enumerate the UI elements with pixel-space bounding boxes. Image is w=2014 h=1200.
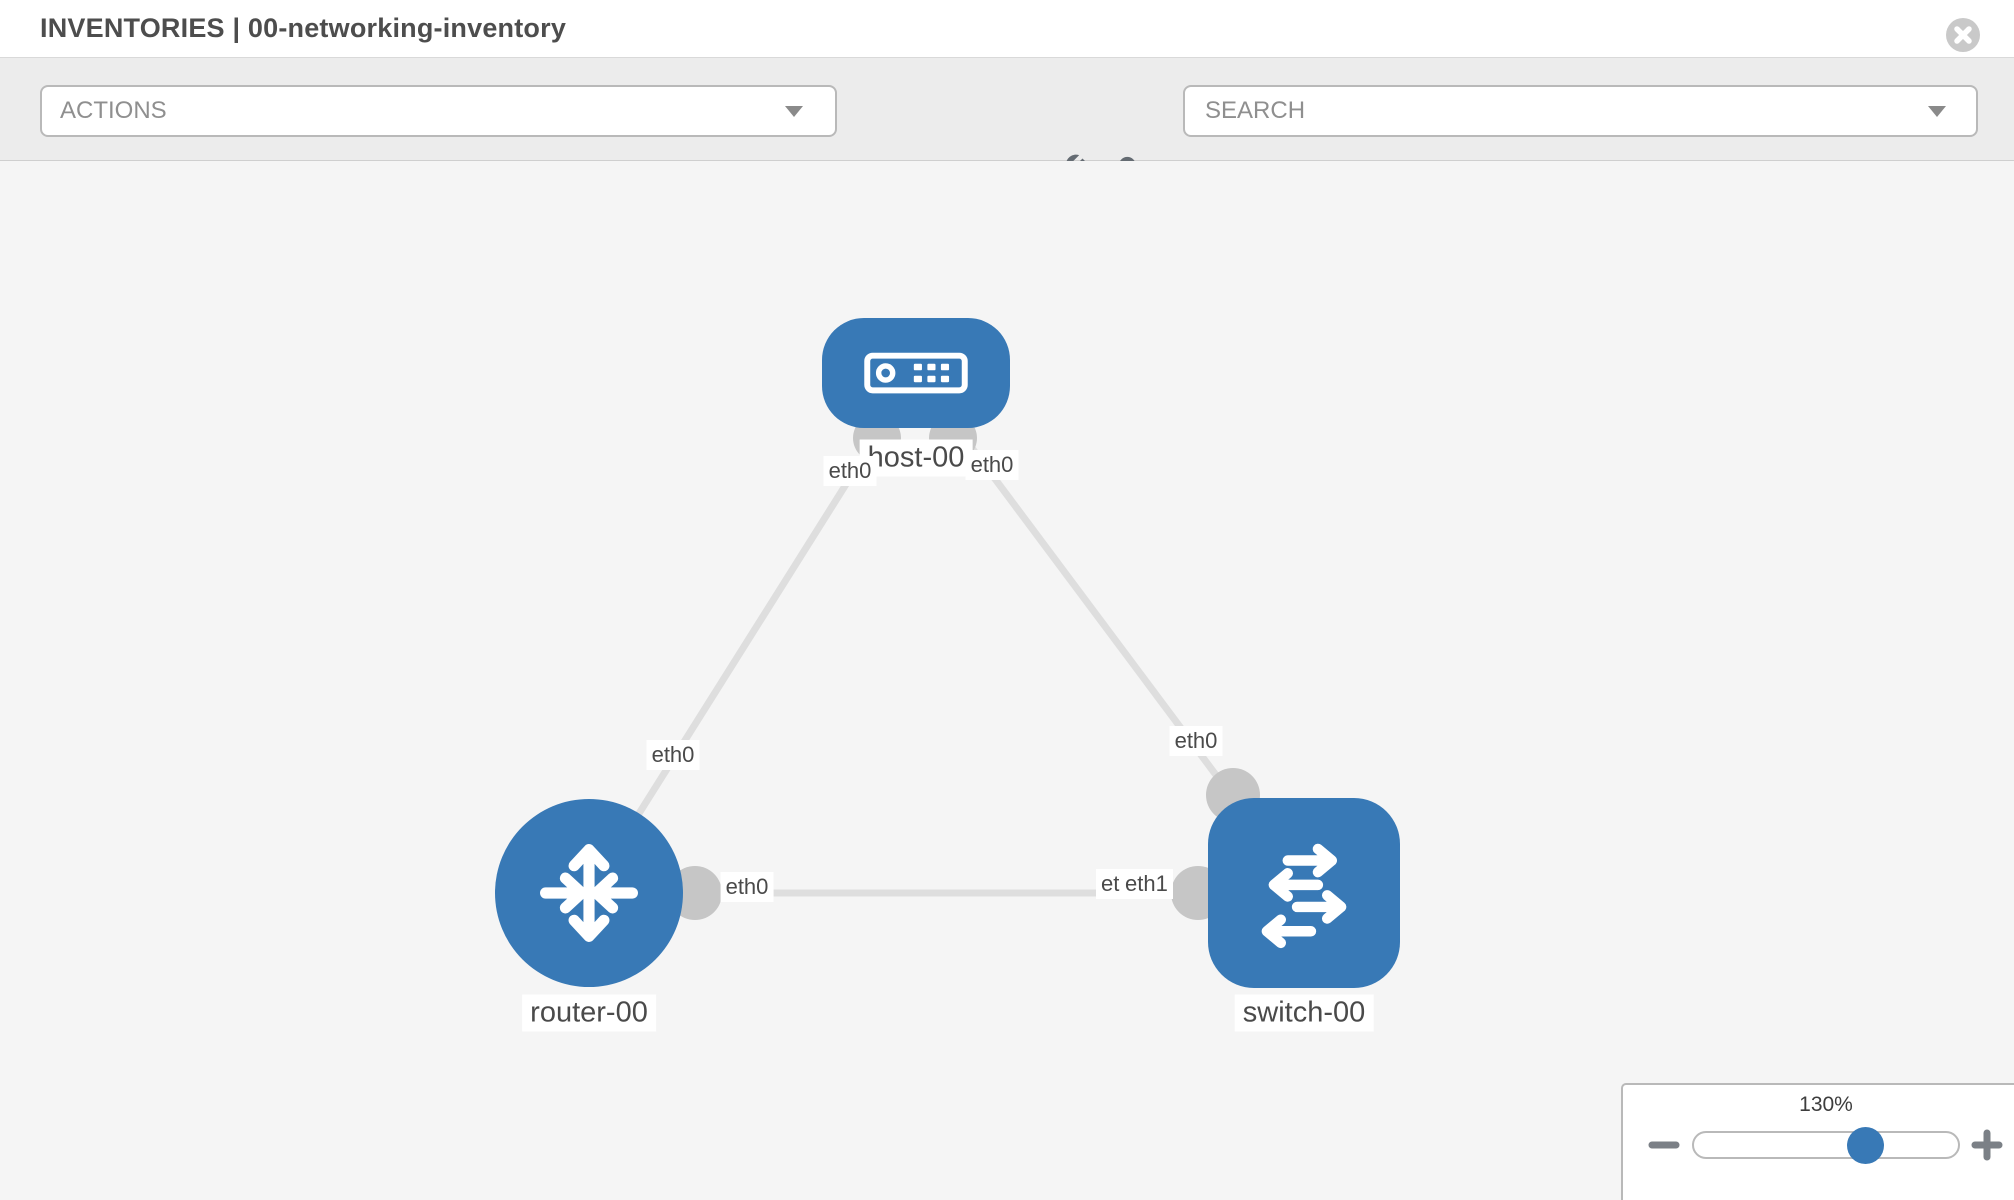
node-switch-00[interactable]	[1208, 798, 1400, 988]
router-icon	[540, 844, 638, 942]
interface-label: eth1	[1120, 869, 1173, 899]
interface-label: eth0	[965, 450, 1019, 480]
zoom-in-button[interactable]	[1969, 1127, 2005, 1163]
caret-down-icon	[785, 105, 803, 117]
zoom-slider-thumb[interactable]	[1847, 1127, 1884, 1164]
node-router-00[interactable]	[495, 799, 683, 987]
interface-label: eth0	[823, 456, 877, 486]
interface-label: eth0	[1169, 726, 1223, 756]
interface-label: eth0	[646, 740, 700, 770]
search-dropdown[interactable]: SEARCH	[1183, 85, 1978, 137]
zoom-control-panel: 130%	[1621, 1083, 2014, 1200]
close-button[interactable]	[1945, 17, 1981, 53]
zoom-out-button[interactable]	[1646, 1127, 1682, 1163]
page-header: INVENTORIES | 00-networking-inventory	[0, 0, 2014, 58]
topology-links	[586, 370, 1307, 897]
interface-label: eth0	[720, 872, 774, 902]
minus-icon	[1648, 1141, 1680, 1149]
plus-icon	[1971, 1129, 2003, 1161]
toolbar: ACTIONS SEARCH	[0, 58, 2014, 188]
caret-down-icon	[1928, 105, 1946, 117]
actions-dropdown-label: ACTIONS	[60, 97, 167, 124]
zoom-level-value: 130%	[1799, 1093, 1853, 1116]
circle-x-icon	[1946, 18, 1980, 52]
host-icon	[864, 352, 968, 394]
switch-icon	[1261, 843, 1347, 949]
page-title: INVENTORIES | 00-networking-inventory	[40, 13, 567, 43]
actions-dropdown[interactable]: ACTIONS	[40, 85, 837, 137]
node-label-switch: switch-00	[1234, 994, 1374, 1032]
node-host-00[interactable]	[822, 318, 1010, 428]
node-label-host: host-00	[859, 439, 973, 477]
search-dropdown-label: SEARCH	[1205, 97, 1306, 124]
zoom-slider-track[interactable]	[1692, 1131, 1960, 1159]
topology-canvas[interactable]: host-00 router-00 switch-00 eth0 eth0 et…	[0, 161, 2014, 1200]
node-label-router: router-00	[522, 994, 656, 1032]
